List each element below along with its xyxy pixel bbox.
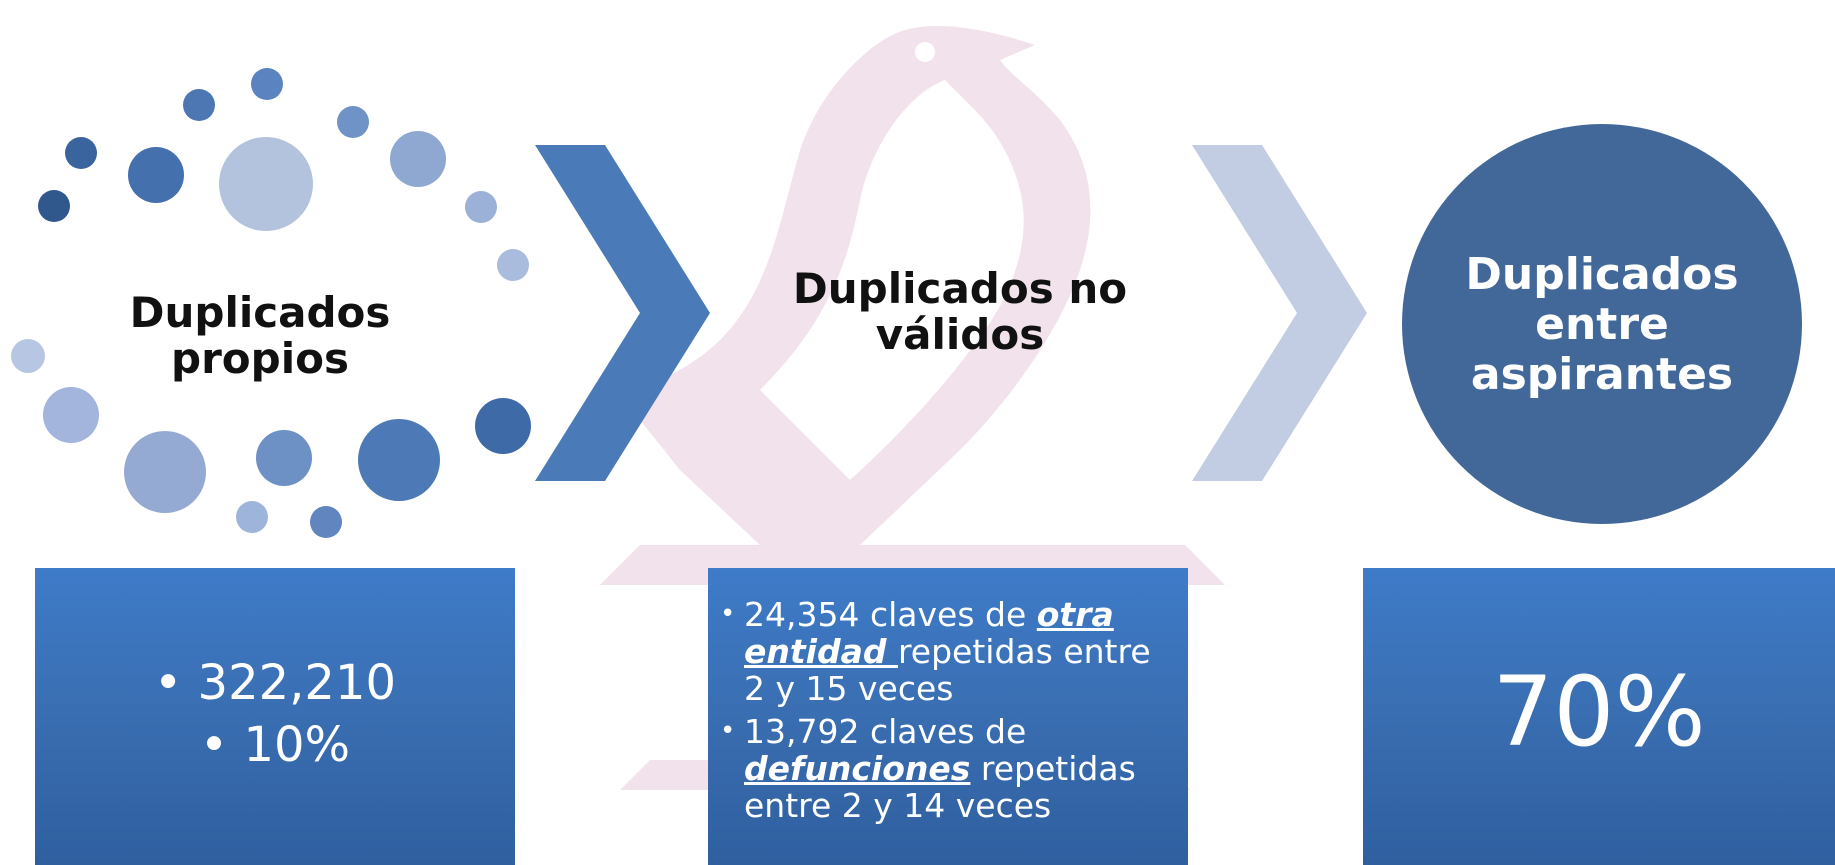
step2-title-line2: válidos (875, 310, 1045, 360)
step3-title-line1: Duplicados (1465, 249, 1739, 300)
step1-list: • 322,210 • 10% (35, 652, 515, 776)
list-item: • 13,792 claves de defunciones repetidas… (720, 713, 1178, 824)
step2-box: • 24,354 claves de otra entidad repetida… (708, 568, 1188, 865)
item-prefix: 24,354 claves de (744, 595, 1037, 634)
step1-box: • 322,210 • 10% (35, 568, 515, 865)
list-item: • 24,354 claves de otra entidad repetida… (720, 596, 1178, 707)
item-keyword: defunciones (744, 749, 971, 788)
step2-list: • 24,354 claves de otra entidad repetida… (720, 596, 1178, 830)
step3-title-line3: aspirantes (1470, 349, 1734, 400)
bullet: • (720, 716, 736, 746)
item-prefix: 13,792 claves de (744, 712, 1027, 751)
step3-circle (1402, 124, 1802, 524)
bullet: • (720, 599, 736, 629)
chevron-right-icon (1192, 145, 1367, 481)
item-keyword: otra entidad (744, 595, 1114, 671)
list-item: • 322,210 (153, 655, 397, 711)
item-suffix: repetidas entre 2 y 14 veces (744, 749, 1136, 825)
list-item-text: 24,354 claves de otra entidad repetidas … (744, 596, 1178, 707)
step1-item-value: 322,210 (197, 655, 397, 711)
step2-title-line1: Duplicados no (792, 264, 1128, 313)
step1-title: Duplicados propios (129, 288, 391, 384)
step3-title-line2: entre (1535, 299, 1669, 350)
step1-item-value: 10% (243, 717, 351, 773)
step2-title: Duplicados no válidos (740, 264, 1180, 360)
item-suffix: repetidas entre 2 y 15 veces (744, 632, 1151, 708)
chevron-right-icon (535, 145, 710, 481)
step3-box: 70% (1363, 568, 1835, 865)
list-item: • 10% (199, 717, 351, 773)
list-item-text: 13,792 claves de defunciones repetidas e… (744, 713, 1178, 824)
step3-value: 70% (1492, 656, 1706, 768)
step3-title: Duplicados entre aspirantes (1402, 250, 1802, 400)
bubbles-ring-icon (11, 68, 531, 538)
